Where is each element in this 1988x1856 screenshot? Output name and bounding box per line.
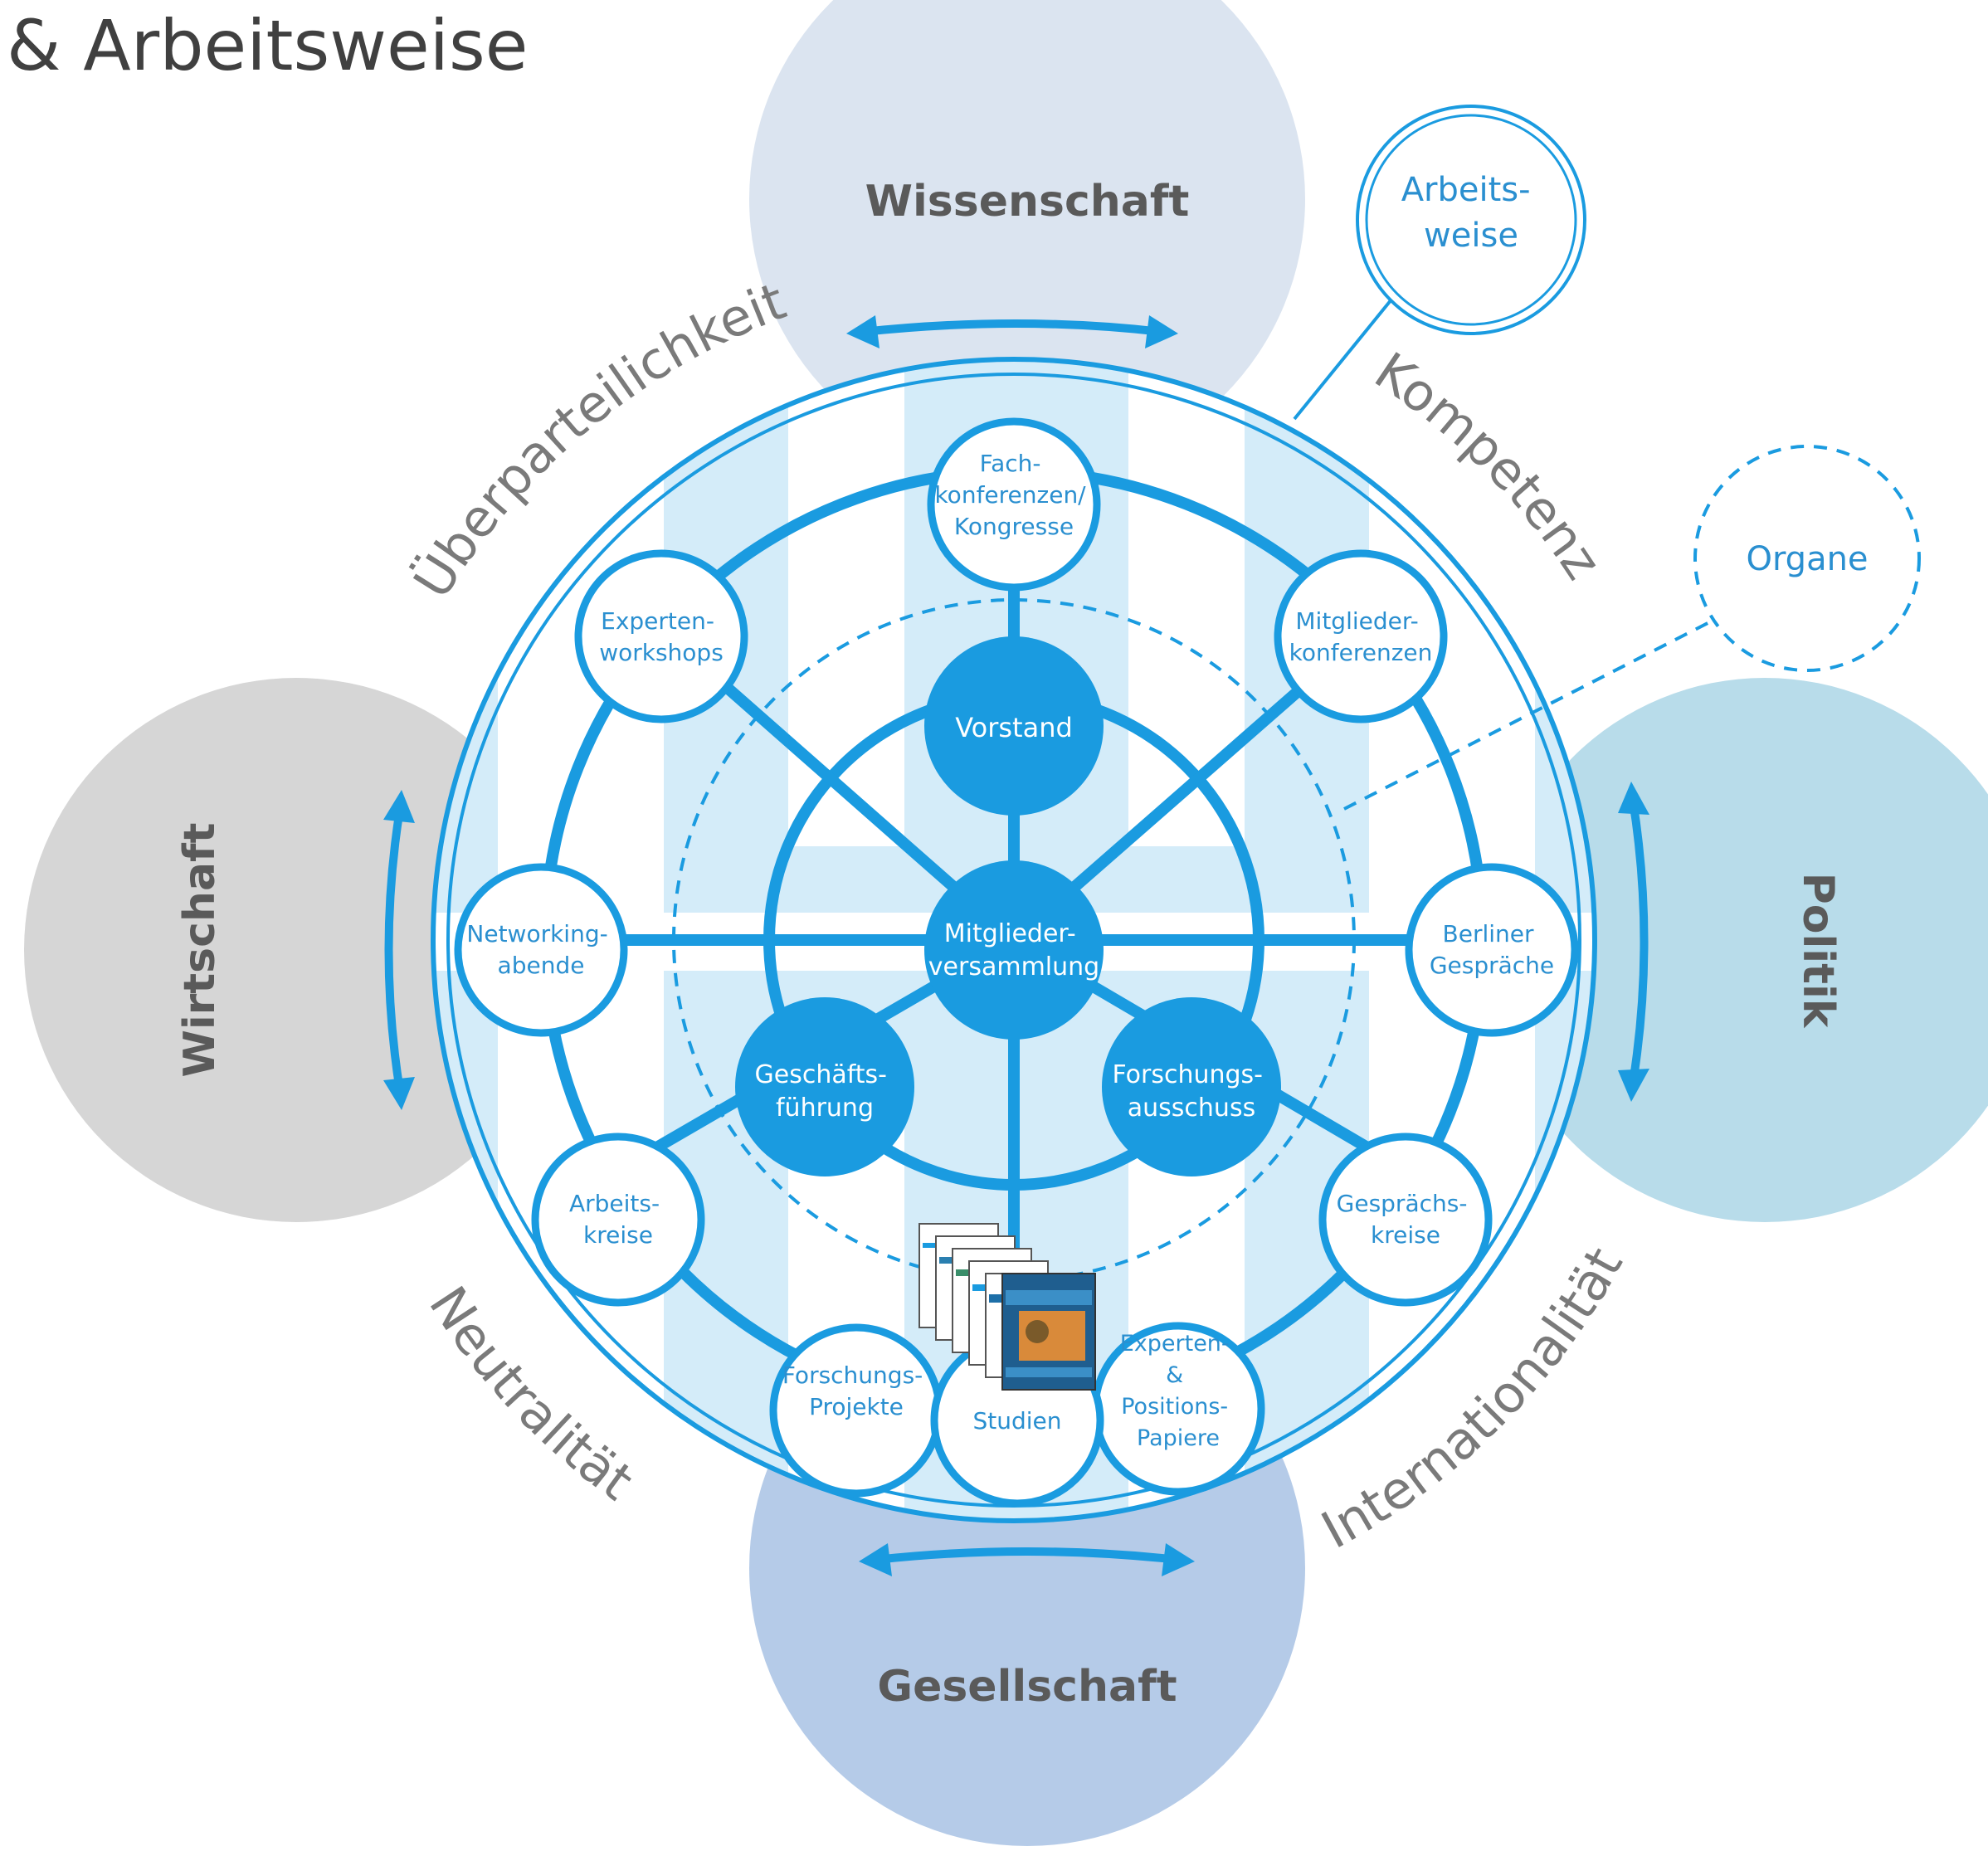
arrow-bottom — [859, 1543, 1195, 1576]
activity-networkingabende-line-1: Networking- — [466, 920, 607, 947]
organ-forschungsausschuss: Forschungs- ausschuss — [1102, 997, 1281, 1176]
svg-text:Networking- abende: Networking- abende — [466, 920, 615, 979]
arrow-right — [1618, 782, 1649, 1102]
activity-positionspapiere-line-1: Experten- — [1120, 1331, 1230, 1357]
svg-text:Berliner Gespräche: Berliner Gespräche — [1430, 920, 1554, 979]
activity-studien-label: Studien — [972, 1407, 1061, 1435]
organ-geschaeftsfuehrung: Geschäfts- führung — [735, 997, 914, 1176]
publications-stack-image — [918, 1223, 1096, 1391]
organ-vorstand-label: Vorstand — [955, 712, 1073, 743]
page-title: & Arbeitsweise — [7, 5, 529, 86]
sector-label-gesellschaft: Gesellschaft — [877, 1662, 1177, 1712]
activity-fachkonferenzen-line-1: Fach- — [980, 450, 1041, 477]
sector-wissenschaft-circle — [749, 0, 1305, 477]
sector-label-wissenschaft: Wissenschaft — [865, 177, 1190, 227]
svg-text:Gesprächs- kreise: Gesprächs- kreise — [1337, 1190, 1475, 1249]
svg-text:Forschungs- Projekte: Forschungs- Projekte — [782, 1362, 930, 1420]
activity-networkingabende-line-2: abende — [498, 952, 585, 979]
activity-arbeitskreise-line-1: Arbeits- — [569, 1190, 660, 1217]
svg-text:Arbeits- kreise: Arbeits- kreise — [569, 1190, 667, 1249]
legend-arbeitsweise-inner-ring — [1365, 114, 1577, 326]
sector-politik-circle — [1493, 678, 1988, 1222]
activity-berliner-gespraeche-line-1: Berliner — [1443, 920, 1534, 947]
organe-connector — [1343, 616, 1718, 811]
organ-mitgliederversammlung-line-1: Mitglieder- — [944, 919, 1076, 948]
outer-ring-1 — [431, 357, 1597, 1523]
legend-arbeitsweise-text: Arbeits- weise — [1401, 171, 1542, 255]
svg-text:Experten- workshops: Experten- workshops — [599, 607, 724, 666]
activity-expertenworkshops: Experten- workshops — [574, 549, 748, 723]
svg-text:Geschäfts- führung: Geschäfts- führung — [754, 1060, 894, 1123]
activity-fachkonferenzen-line-2: konferenzen/ — [934, 481, 1086, 509]
activity-experten-positionspapiere: Experten- & Positions- Papiere — [1091, 1322, 1265, 1496]
organ-forschungsausschuss-line-2: ausschuss — [1128, 1094, 1255, 1123]
legend-arbeitsweise-line-2: weise — [1424, 217, 1518, 255]
sector-label-wirtschaft: Wirtschaft — [175, 822, 225, 1077]
activity-expertenworkshops-line-2: workshops — [599, 639, 724, 666]
activity-berliner-gespraeche: Berliner Gespräche — [1405, 863, 1579, 1037]
activity-gespraechskreise-line-1: Gesprächs- — [1337, 1190, 1468, 1217]
arrow-top — [846, 315, 1178, 348]
arbeitsweise-connector — [1293, 285, 1404, 421]
legend-arbeitsweise-line-1: Arbeits- — [1401, 171, 1531, 209]
legend-organe-circle — [1693, 445, 1921, 672]
activity-arbeitskreise-line-2: kreise — [583, 1221, 653, 1249]
sector-label-politik: Politik — [1793, 873, 1843, 1029]
organ-vorstand: Vorstand — [924, 636, 1104, 816]
organ-geschaeftsfuehrung-line-1: Geschäfts- — [754, 1060, 886, 1089]
legend-arbeitsweise-circle — [1356, 105, 1586, 335]
sector-wirtschaft-circle — [24, 678, 568, 1222]
activity-forschungsprojekte: Forschungs- Projekte — [769, 1323, 943, 1498]
activity-positionspapiere-line-2: & — [1166, 1362, 1183, 1388]
activity-gespraechskreise: Gesprächs- kreise — [1318, 1133, 1493, 1307]
activity-arbeitskreise: Arbeits- kreise — [531, 1133, 705, 1307]
activity-mitgliederkonferenzen: Mitglieder- konferenzen — [1274, 549, 1448, 723]
activity-networkingabende: Networking- abende — [454, 863, 628, 1037]
activity-fachkonferenzen: Fach- konferenzen/ Kongresse — [927, 417, 1101, 592]
activity-positionspapiere-line-4: Papiere — [1137, 1425, 1220, 1451]
svg-text:Experten- & Positi: Experten- & Positions- Papiere — [1120, 1331, 1237, 1451]
activity-forschungsprojekte-line-2: Projekte — [809, 1393, 904, 1420]
svg-text:Fach- konferenzen/: Fach- konferenzen/ Kongresse — [934, 450, 1093, 540]
svg-text:Forschungs- ausschuss: Forschungs- ausschuss — [1112, 1060, 1270, 1123]
arrow-left — [383, 790, 415, 1110]
activity-berliner-gespraeche-line-2: Gespräche — [1430, 952, 1554, 979]
activity-forschungsprojekte-line-1: Forschungs- — [782, 1362, 923, 1389]
activity-gespraechskreise-line-2: kreise — [1371, 1221, 1440, 1249]
organ-mitgliederversammlung-line-2: versammlung — [928, 952, 1099, 982]
organ-geschaeftsfuehrung-line-2: führung — [776, 1094, 874, 1123]
svg-text:Mitglieder- versammlung: Mitglieder- versammlung — [928, 919, 1099, 982]
organ-forschungsausschuss-line-1: Forschungs- — [1112, 1060, 1263, 1089]
legend-organe-text: Organe — [1746, 540, 1868, 578]
organ-mitgliederversammlung: Mitglieder- versammlung — [924, 860, 1104, 1040]
activity-mitgliederkonferenzen-line-2: konferenzen — [1289, 639, 1433, 666]
activity-fachkonferenzen-line-3: Kongresse — [954, 513, 1074, 540]
activity-positionspapiere-line-3: Positions- — [1121, 1394, 1228, 1420]
activity-expertenworkshops-line-1: Experten- — [601, 607, 714, 635]
svg-text:Mitglieder- konferenzen: Mitglieder- konferenzen — [1289, 607, 1433, 666]
activity-mitgliederkonferenzen-line-1: Mitglieder- — [1295, 607, 1418, 635]
